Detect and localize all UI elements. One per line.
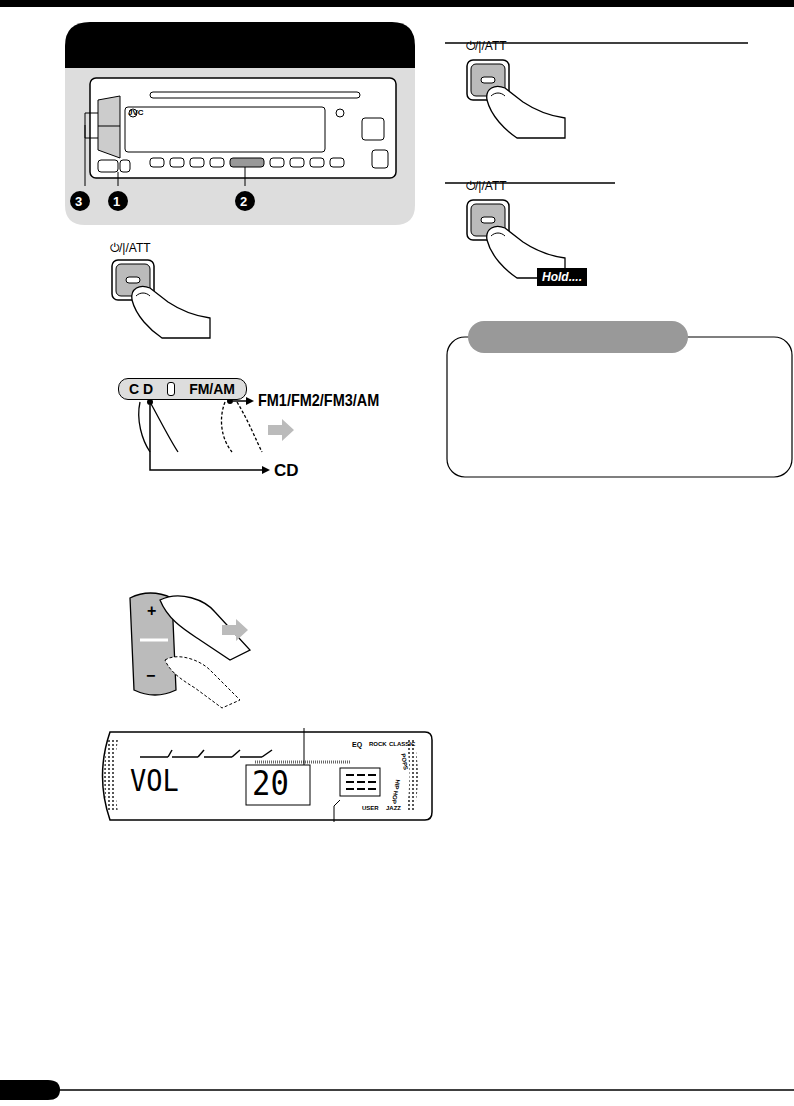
volume-minus: −: [146, 668, 155, 684]
callout-number: 3: [75, 195, 82, 208]
callout-number: 2: [240, 195, 247, 208]
source-label: FM1/FM2/FM3/AM: [258, 392, 379, 409]
brand-logo: JVC: [128, 109, 144, 117]
button-label: ⏻/|/ATT: [466, 40, 507, 52]
button-text: FM/AM: [189, 381, 235, 397]
eq-mode: CLASSIC: [389, 741, 415, 747]
button-label: ⏻/|/ATT: [466, 180, 507, 192]
mode-slot: [167, 382, 175, 396]
display-value: 20: [252, 766, 289, 800]
hold-text: Hold....: [542, 270, 582, 284]
button-label: ⏻/|/ATT: [110, 242, 151, 254]
eq-mode: ROCK: [369, 741, 387, 747]
source-label: CD: [274, 462, 299, 479]
hold-tag: Hold....: [537, 268, 587, 286]
display-text: VOL: [130, 766, 179, 796]
volume-plus: +: [147, 603, 156, 619]
eq-mode: USER: [362, 805, 379, 811]
button-text: C D: [129, 381, 153, 397]
source-buttons: C D FM/AM: [118, 378, 247, 400]
eq-indicator: EQ: [352, 741, 362, 748]
eq-mode: JAZZ: [386, 805, 401, 811]
callout-number: 1: [113, 195, 120, 208]
